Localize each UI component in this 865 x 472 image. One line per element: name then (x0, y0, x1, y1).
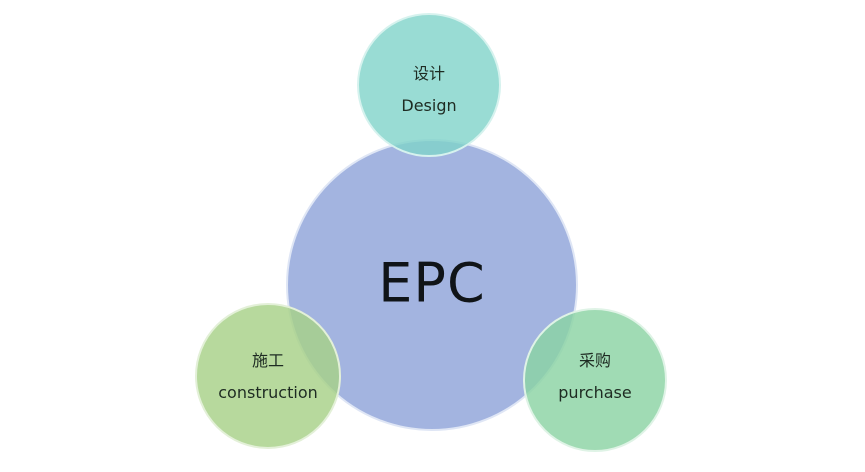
construction-zh-label: 施工 (251, 351, 284, 370)
epc-label: EPC (378, 251, 486, 315)
design-node: 设计 Design (401, 64, 456, 116)
purchase-zh-label: 采购 (578, 351, 612, 370)
construction-circle (195, 303, 341, 449)
construction-node: 施工 construction (218, 351, 318, 403)
design-en-label: Design (401, 96, 457, 115)
purchase-node: 采购 purchase (558, 351, 631, 403)
design-circle (357, 13, 501, 157)
purchase-en-label: purchase (558, 383, 632, 402)
purchase-circle (523, 308, 667, 452)
construction-en-label: construction (218, 383, 318, 402)
design-zh-label: 设计 (412, 64, 445, 83)
